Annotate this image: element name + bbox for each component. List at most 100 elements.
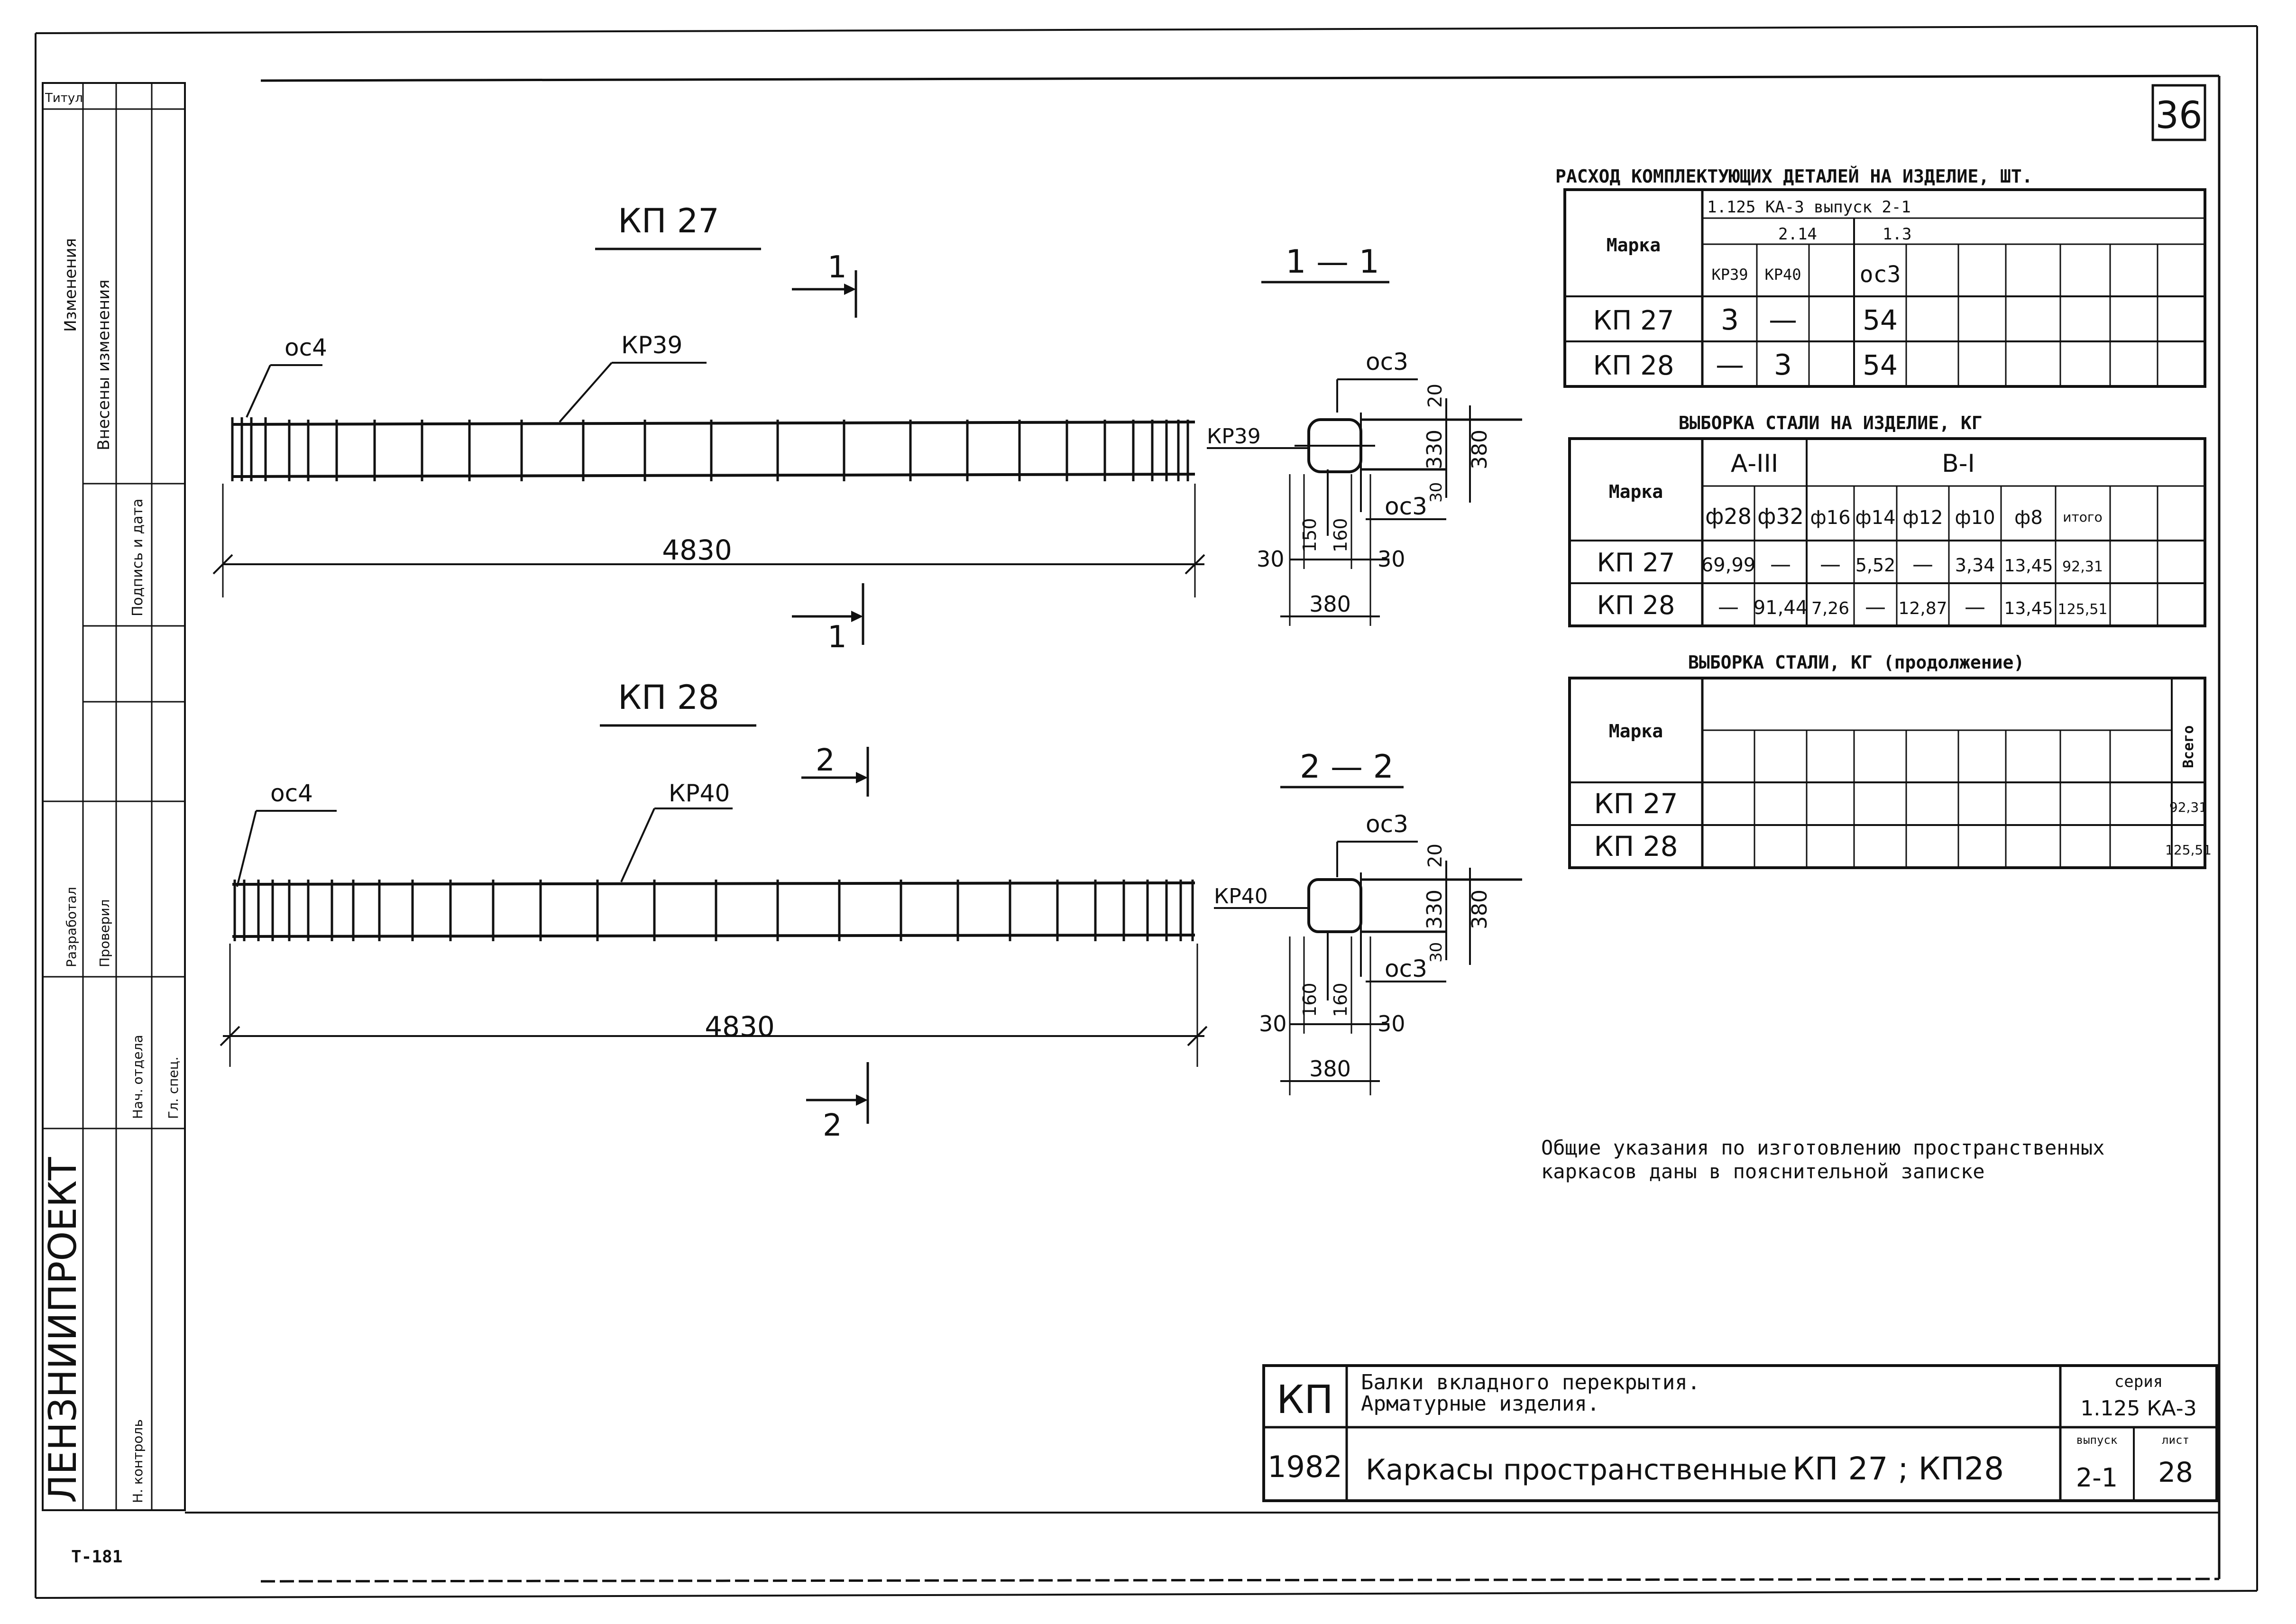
table-steel-row2-v2: 91,44	[1754, 597, 1808, 619]
table-steel-row1-v1: 69,99	[1701, 554, 1756, 576]
beam-kp27-elevation: КП 27 1 1 ос4 КР39	[212, 202, 1205, 655]
beam-kp27-length: 4830	[662, 534, 732, 566]
section-2-dim-h2: 380	[1468, 890, 1492, 929]
left-margin-stamp: Титул Изменения Внесены изменения Подпис…	[41, 82, 186, 1511]
table-steel-row1-v6: 3,34	[1955, 555, 1995, 576]
beam-kp27-section-mark-top: 1	[827, 250, 847, 285]
beam-kp28-title: КП 28	[618, 678, 719, 717]
table-steel-cont-col-total: Всего	[2180, 725, 2197, 768]
table-steel-group-b: В-I	[1942, 450, 1975, 478]
table-steel-col-d28: ф28	[1705, 504, 1752, 529]
organization-name: ЛЕНЗНИИПРОЕКТ	[41, 1156, 85, 1503]
table-steel-row2-v5: 12,87	[1898, 599, 1947, 618]
table-steel-group-a: А-III	[1731, 450, 1778, 478]
section-2-2: 2 — 2 ос3 КР40 ос3 20 330 380 30 160 160…	[1214, 748, 1522, 1095]
title-block-year: 1982	[1267, 1450, 1342, 1484]
stamp-vertical-label-3: Подпись и дата	[129, 499, 146, 617]
beam-kp28-stirrups	[233, 880, 1194, 941]
section-2-side-cage-label: КР40	[1214, 884, 1268, 908]
table-steel-row2-v3: 7,26	[1811, 599, 1849, 618]
table-parts-row1-kr40: —	[1769, 303, 1797, 337]
table-parts-col-kr39: КР39	[1711, 266, 1748, 284]
section-1-top-bar-label: ос3	[1366, 348, 1408, 376]
section-2-dim-right: 30	[1378, 1011, 1405, 1037]
section-2-bottom-bar-label: ос3	[1385, 955, 1427, 982]
section-1-dim-top: 20	[1424, 384, 1446, 408]
beam-kp28-end-label: ос4	[270, 780, 313, 807]
section-2-dim-left: 30	[1259, 1011, 1287, 1037]
table-parts-col-kr40: КР40	[1764, 266, 1801, 284]
table-steel-row2-v6: —	[1965, 595, 1985, 619]
section-1-dim-right: 30	[1378, 546, 1405, 572]
general-note: Общие указания по изготовлению пространс…	[1541, 1136, 2104, 1183]
section-2-title: 2 — 2	[1300, 748, 1394, 786]
stamp-title-label: Титул	[45, 91, 83, 105]
table-steel-row1-v7: 13,45	[2004, 556, 2053, 576]
title-block-drawing-title: Каркасы пространственные	[1366, 1453, 1787, 1486]
form-stamp: T-181	[71, 1547, 122, 1567]
sheet-number: 36	[2155, 94, 2202, 137]
table-steel-row2-mark: КП 28	[1597, 590, 1675, 620]
table-steel-row1-v5: —	[1912, 552, 1933, 577]
beam-kp27-cage-label: КР39	[621, 331, 682, 359]
table-steel-continued: ВЫБОРКА СТАЛИ, КГ (продолжение) Марка Вс…	[1568, 652, 2212, 869]
title-block-line1: Балки вкладного перекрытия.	[1361, 1370, 1700, 1395]
table-parts-group-b: 1.3	[1883, 225, 1911, 244]
note-line-1: Общие указания по изготовлению пространс…	[1541, 1136, 2104, 1159]
table-parts-row1-os3: 54	[1863, 304, 1898, 336]
table-steel-cont-title: ВЫБОРКА СТАЛИ, КГ (продолжение)	[1688, 652, 2024, 673]
section-1-dim-small: 30	[1427, 482, 1446, 503]
beam-kp27-stirrups	[231, 417, 1189, 481]
title-block-sheet: 28	[2158, 1456, 2193, 1488]
section-2-dim-w1: 160	[1299, 982, 1320, 1017]
title-block-series-label: серия	[2114, 1372, 2163, 1391]
table-parts-col-mark: Марка	[1607, 235, 1661, 256]
title-block-issue-label: выпуск	[2076, 1433, 2118, 1447]
table-steel-col-total: итого	[2063, 509, 2102, 525]
section-2-dim-top: 20	[1424, 844, 1446, 868]
title-block-line2: Арматурные изделия.	[1361, 1392, 1599, 1416]
title-block-marks: КП 27 ; КП28	[1792, 1450, 2004, 1487]
table-steel-cont-row1-total: 92,31	[2169, 799, 2207, 815]
section-2-dim-w2: 160	[1330, 982, 1351, 1017]
table-steel-col-d14: ф14	[1855, 507, 1895, 529]
beam-kp28-section-mark-bottom: 2	[823, 1108, 842, 1143]
title-block-issue: 2-1	[2076, 1463, 2118, 1493]
table-steel-title: ВЫБОРКА СТАЛИ НА ИЗДЕЛИЕ, КГ	[1679, 413, 1983, 433]
section-2-dim-small: 30	[1427, 942, 1446, 963]
title-block-series: 1.125 КА-3	[2080, 1396, 2196, 1421]
table-parts-title: РАСХОД КОМПЛЕКТУЮЩИХ ДЕТАЛЕЙ НА ИЗДЕЛИЕ,…	[1555, 166, 2033, 187]
table-steel-row1-v4: 5,52	[1855, 555, 1896, 576]
section-1-dim-total: 380	[1309, 591, 1351, 617]
beam-kp28-length: 4830	[705, 1010, 775, 1043]
title-block-sheet-label: лист	[2162, 1433, 2189, 1447]
stamp-signature-2: Проверил	[97, 899, 112, 967]
section-1-side-cage-label: КР39	[1207, 424, 1261, 449]
stamp-signature-5: Н. контроль	[130, 1419, 146, 1503]
table-parts-group-a: 2.14	[1778, 225, 1817, 244]
section-1-dim-w1: 150	[1299, 518, 1320, 552]
table-steel-col-d8: ф8	[2014, 507, 2043, 529]
beam-kp27-end-label: ос4	[285, 334, 327, 361]
table-steel-cont-row2-mark: КП 28	[1594, 830, 1678, 862]
table-parts-series: 1.125 КА-3 выпуск 2-1	[1707, 198, 1911, 217]
section-1-bottom-bar-label: ос3	[1385, 493, 1427, 520]
table-steel-col-d32: ф32	[1757, 504, 1804, 529]
table-steel-cont-col-mark: Марка	[1609, 721, 1663, 742]
table-parts-row2-kr40: 3	[1774, 349, 1792, 382]
section-1-dim-w2: 160	[1330, 518, 1351, 552]
beam-kp28-elevation: КП 28 2 2 ос4 КР40	[220, 678, 1208, 1143]
table-parts-row2-mark: КП 28	[1593, 350, 1674, 381]
section-1-dim-h1: 330	[1423, 430, 1447, 469]
stamp-signature-4: Гл. спец.	[165, 1056, 181, 1119]
table-steel-cont-row1-mark: КП 27	[1594, 788, 1678, 820]
table-steel-col-d10: ф10	[1955, 507, 1995, 529]
table-parts-row2-kr39: —	[1716, 349, 1744, 382]
table-steel-row1-mark: КП 27	[1597, 548, 1675, 578]
table-steel-col-mark: Марка	[1609, 481, 1663, 502]
stamp-vertical-label-2: Внесены изменения	[94, 279, 113, 450]
table-steel-cont-row2-total: 125,51	[2165, 842, 2212, 858]
table-parts-row1-mark: КП 27	[1593, 305, 1674, 336]
table-parts-row1-kr39: 3	[1721, 303, 1739, 337]
